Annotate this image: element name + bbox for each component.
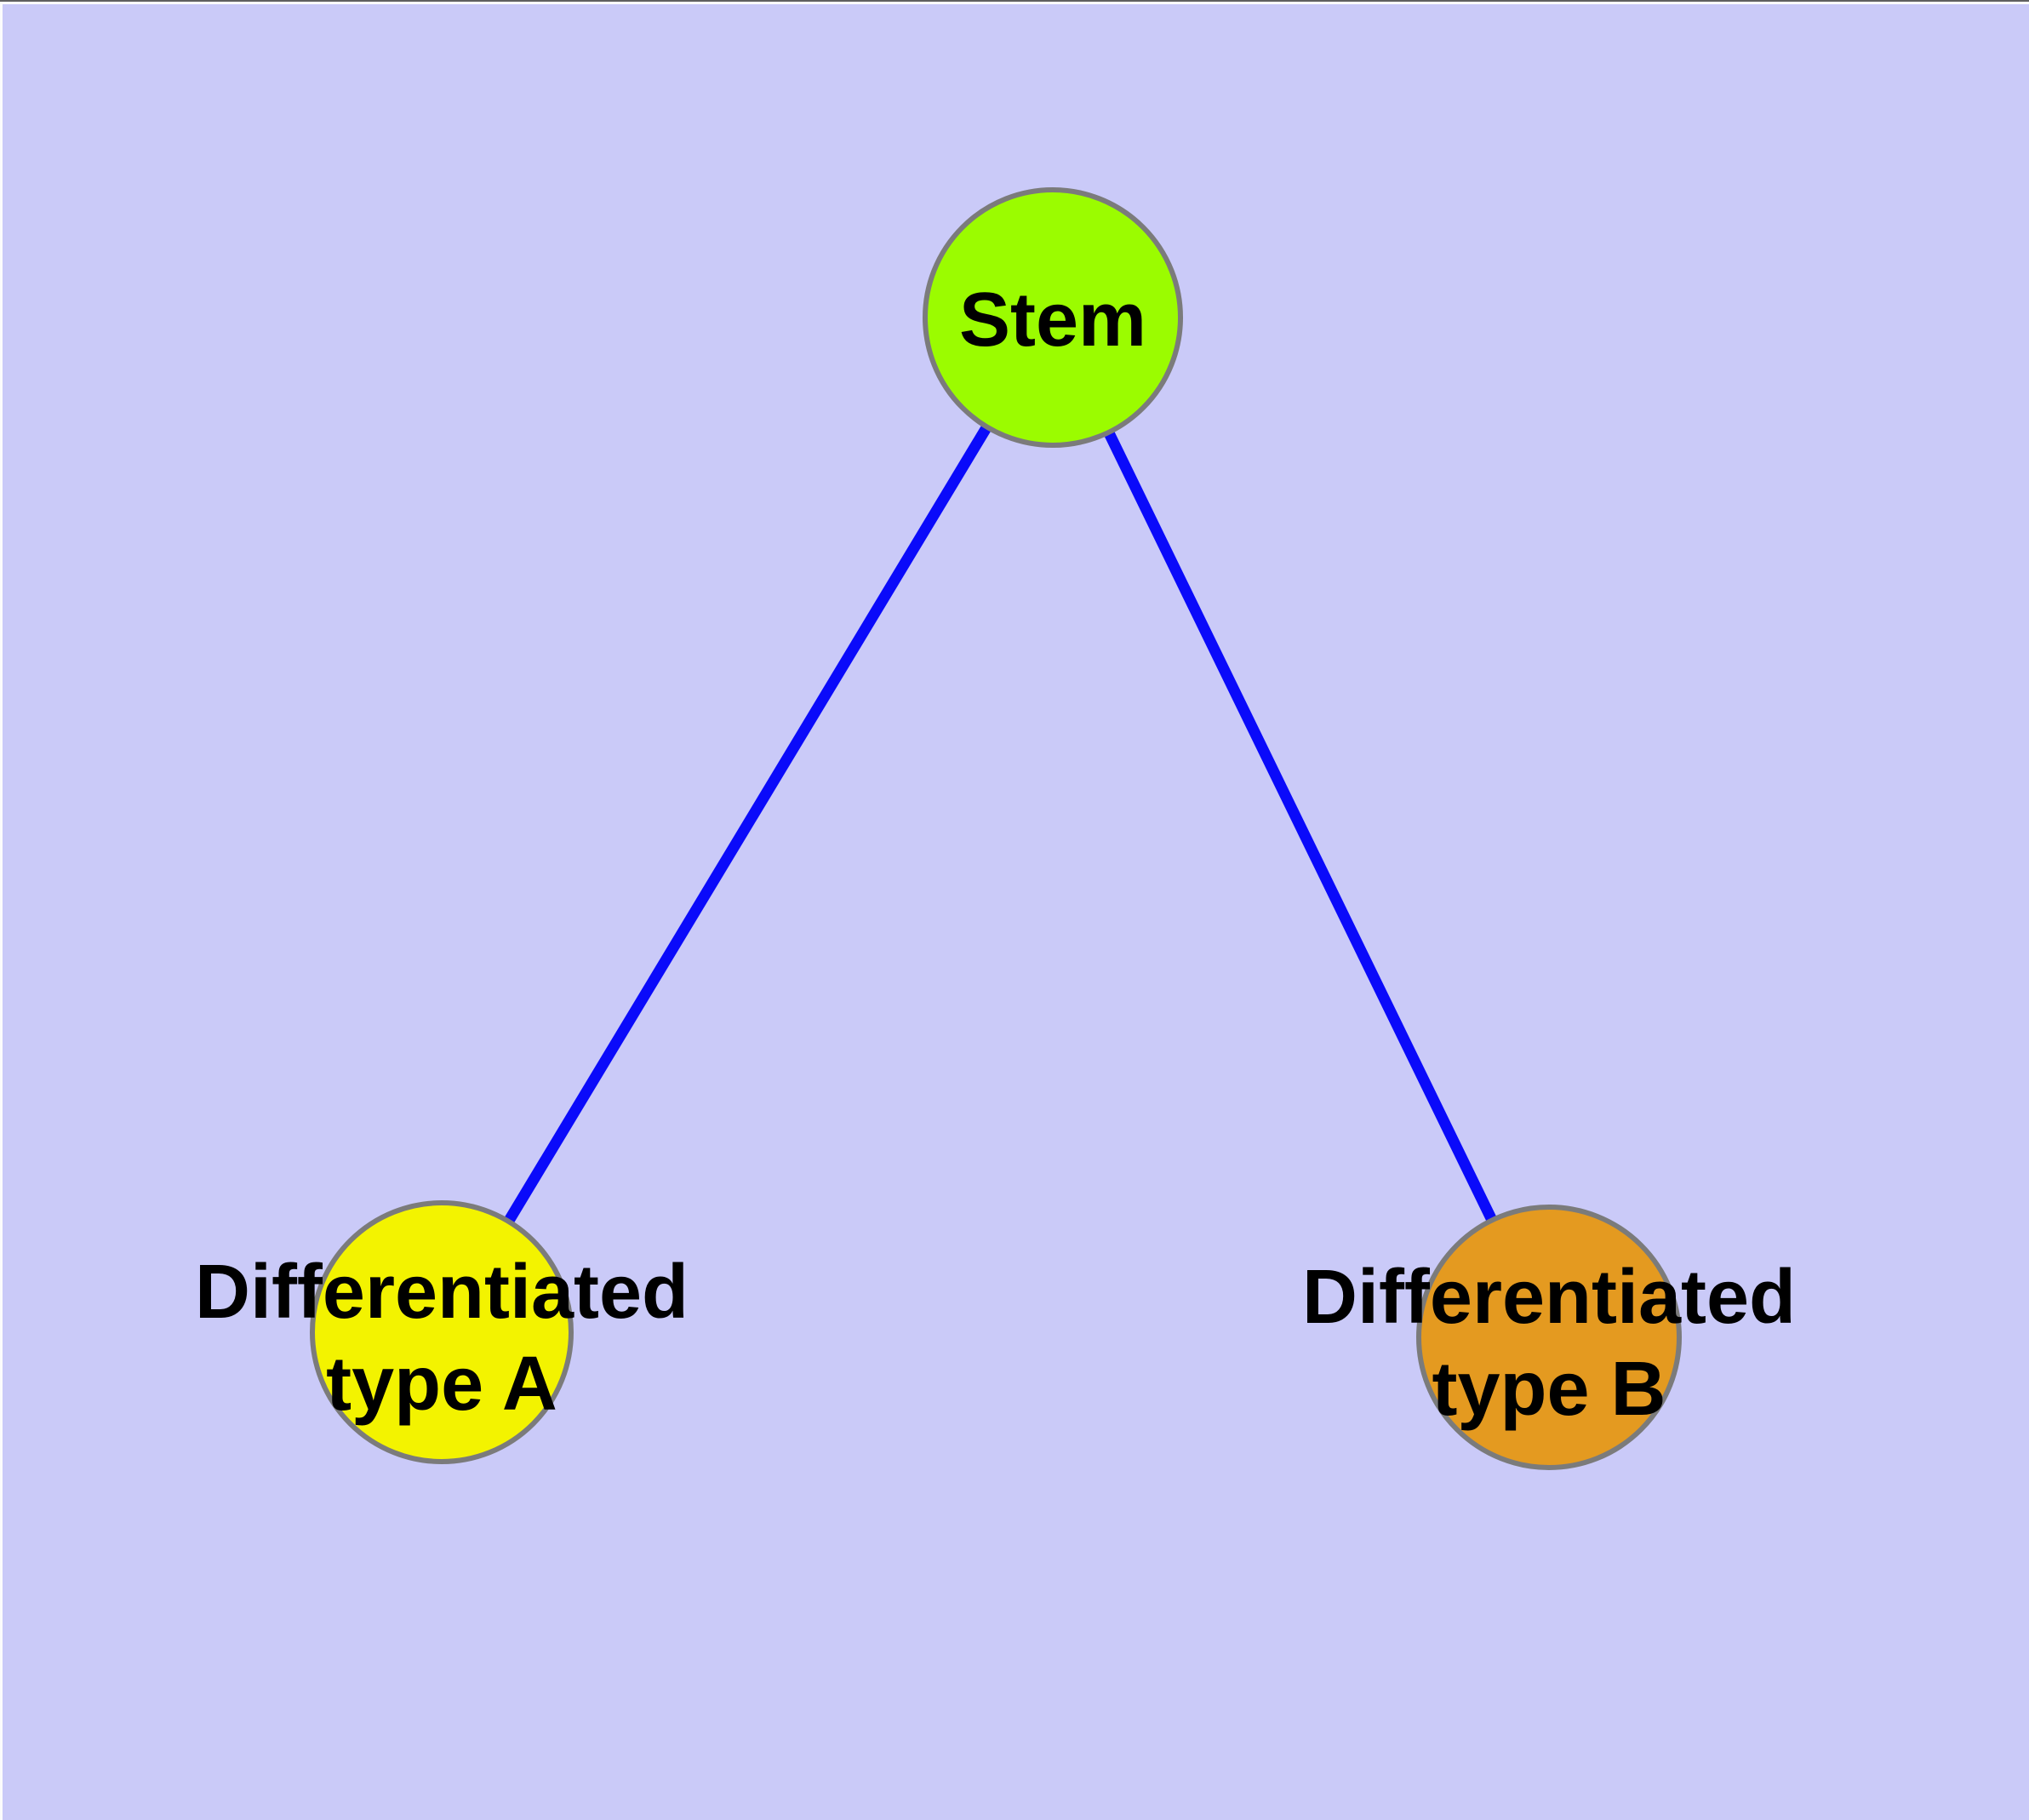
edge-stem-to-differentiated-type-a[interactable] <box>437 314 1058 1336</box>
node-differentiated-type-b[interactable]: Differentiated type B <box>1302 1205 1796 1470</box>
node-differentiated-type-b-label-line1: Differentiated <box>1302 1255 1796 1340</box>
window-top-edge-strip <box>0 2 2029 4</box>
window-top-edge-line <box>0 0 2029 2</box>
edge-stem-to-differentiated-type-b[interactable] <box>1048 315 1554 1340</box>
node-differentiated-type-b-circle[interactable] <box>1416 1205 1682 1470</box>
node-differentiated-type-a-label-line1: Differentiated <box>195 1250 689 1335</box>
node-differentiated-type-b-label-line2: type B <box>1432 1347 1666 1432</box>
window-left-edge-strip <box>0 2 3 1820</box>
node-stem-label: Stem <box>959 278 1146 363</box>
node-differentiated-type-a-label-line2: type A <box>326 1342 557 1427</box>
node-differentiated-type-a[interactable]: Differentiated type A <box>195 1200 689 1464</box>
node-differentiated-type-a-circle[interactable] <box>310 1200 574 1464</box>
node-stem-circle[interactable] <box>923 187 1183 448</box>
node-stem[interactable]: Stem <box>923 187 1183 448</box>
